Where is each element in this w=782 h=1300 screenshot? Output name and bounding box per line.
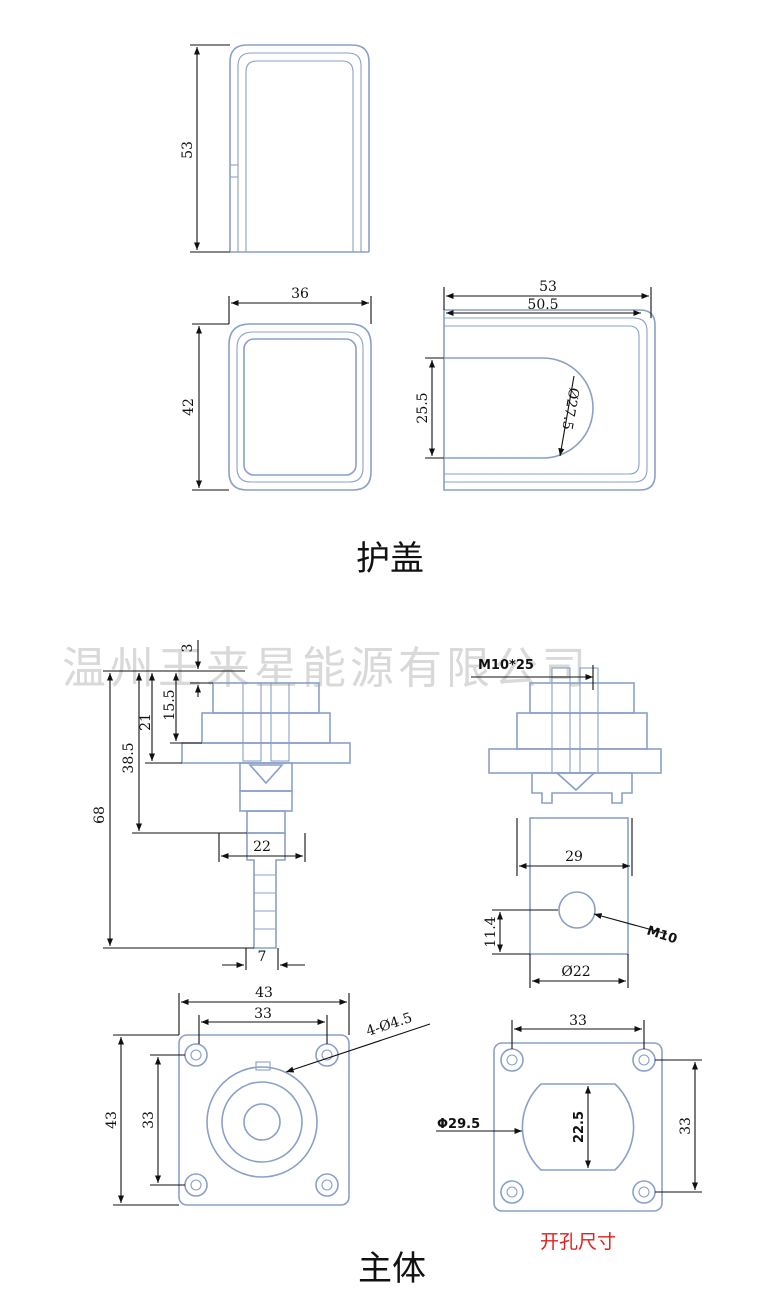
dim-flange-33-w: 33 bbox=[254, 1006, 272, 1022]
dim-flange-43-w: 43 bbox=[255, 985, 273, 1001]
dim-body-side-29: 29 bbox=[565, 849, 583, 865]
dim-cut-dia: Φ29.5 bbox=[437, 1117, 480, 1132]
dim-cover-side-height: 53 bbox=[180, 141, 196, 159]
dim-cut-33-h: 33 bbox=[678, 1117, 694, 1135]
dim-cover-top-depth: 25.5 bbox=[415, 392, 431, 423]
dim-body-h-3: 3 bbox=[180, 644, 196, 653]
dim-body-h-21: 21 bbox=[138, 713, 154, 731]
cover-front-view: 36 42 bbox=[181, 286, 372, 491]
dim-body-h-38: 38.5 bbox=[121, 742, 137, 773]
dim-cover-front-height: 42 bbox=[181, 398, 197, 416]
dim-cover-top-inner: 50.5 bbox=[527, 297, 558, 313]
dim-body-side-m10: M10 bbox=[645, 924, 679, 948]
body-flange-view: 43 33 4-Ø4.5 43 33 bbox=[104, 985, 431, 1206]
body-front-view: 68 38.5 21 15.5 3 22 7 bbox=[92, 640, 351, 970]
dim-body-h-15: 15.5 bbox=[162, 689, 178, 720]
caption-cutout: 开孔尺寸 bbox=[540, 1231, 616, 1253]
dim-cut-flat: 22.5 bbox=[572, 1111, 587, 1143]
panel-cutout-view: 33 33 Φ29.5 22.5 bbox=[436, 1013, 702, 1212]
dim-cover-top-outer: 53 bbox=[539, 279, 557, 295]
dim-body-thread: M10*25 bbox=[478, 658, 534, 673]
dim-cut-33-w: 33 bbox=[569, 1013, 587, 1029]
body-side-view: M10*25 29 11.4 M10 Ø22 bbox=[471, 658, 679, 988]
dim-body-width-22: 22 bbox=[253, 839, 271, 855]
caption-body: 主体 bbox=[358, 1249, 426, 1289]
caption-cover: 护盖 bbox=[356, 539, 424, 579]
dim-body-side-dia22: Ø22 bbox=[561, 964, 590, 980]
dim-flange-holes: 4-Ø4.5 bbox=[364, 1010, 414, 1040]
dim-body-side-11: 11.4 bbox=[483, 916, 499, 947]
dim-body-pin-7: 7 bbox=[258, 949, 267, 965]
dim-cover-front-width: 36 bbox=[291, 286, 309, 302]
dim-flange-43-h: 43 bbox=[104, 1111, 120, 1129]
cover-side-view: 53 bbox=[180, 44, 370, 253]
dim-body-height-total: 68 bbox=[92, 806, 108, 824]
dim-flange-33-h: 33 bbox=[141, 1111, 157, 1129]
cover-top-view: 53 50.5 25.5 Ø27.5 bbox=[415, 279, 656, 491]
dim-cover-top-radius: Ø27.5 bbox=[558, 386, 581, 431]
